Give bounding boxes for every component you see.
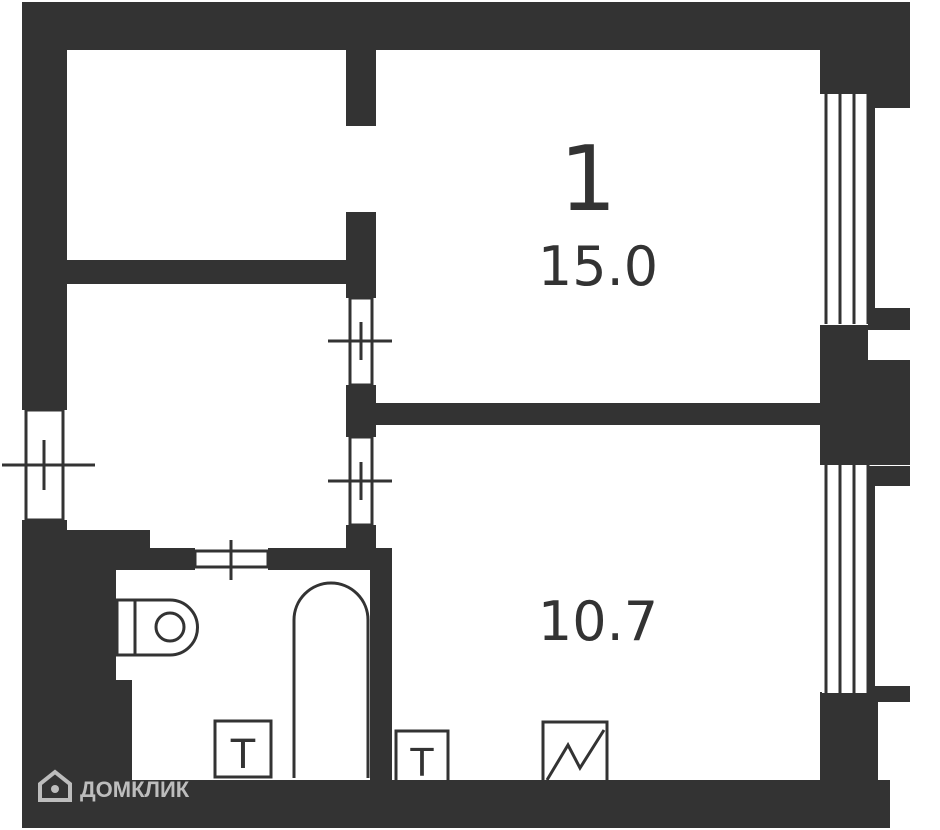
bathroom-outlet-label: T	[230, 732, 256, 778]
window-upper	[822, 88, 920, 330]
door-room	[328, 296, 392, 387]
bathtub-icon	[292, 581, 370, 778]
house-icon	[38, 769, 72, 802]
window-lower	[822, 465, 920, 702]
watermark-text: ДОМКЛИК	[80, 777, 190, 802]
room-number: 1	[559, 127, 616, 232]
room-area-kitchen: 10.7	[538, 590, 658, 653]
kitchen-outlet-icon: T	[394, 729, 450, 785]
room-area-main: 15.0	[538, 235, 658, 298]
door-entrance	[2, 408, 95, 522]
kitchen-outlet-label: T	[409, 741, 434, 785]
interior-walls	[65, 48, 830, 783]
door-kitchen	[328, 435, 392, 527]
stove-icon	[541, 720, 609, 786]
outer-walls	[22, 2, 910, 828]
door-bathroom	[193, 540, 270, 580]
watermark: ДОМКЛИК	[38, 769, 190, 802]
toilet-icon	[115, 598, 199, 657]
water-heater-icon: T	[213, 719, 273, 779]
